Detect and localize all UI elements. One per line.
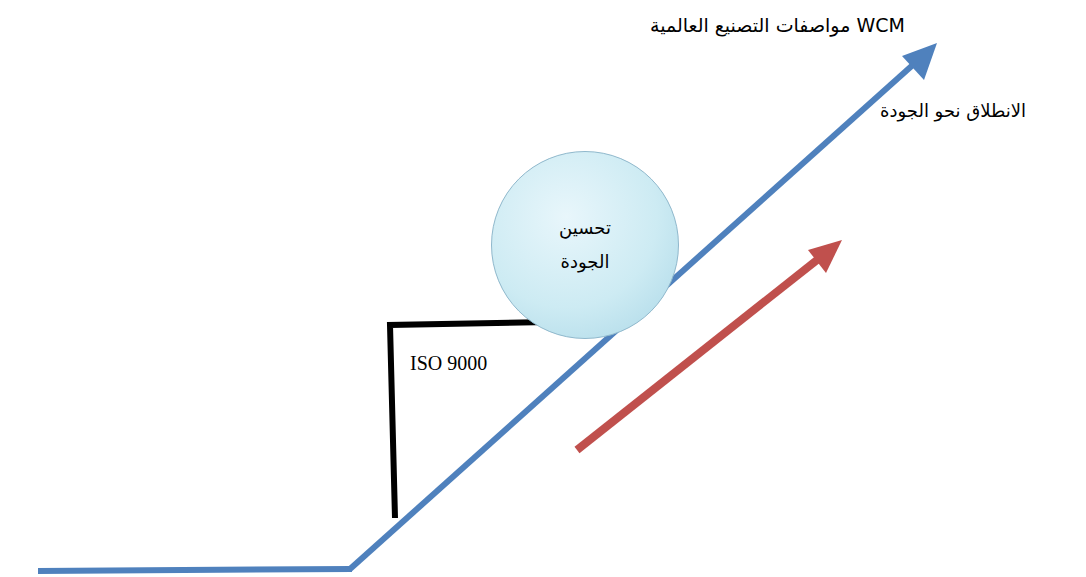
quality-circle: تحسين الجودة [491, 151, 679, 339]
diagram-label: الانطلاق نحو الجودة [880, 100, 1026, 121]
red-arrowhead [808, 240, 842, 273]
rising-arrowhead [902, 43, 937, 80]
diagram-label: مواصفات التصنيع العالمية WCM [650, 14, 905, 36]
diagram-label: ISO 9000 [410, 352, 487, 375]
rising-line [350, 63, 915, 569]
base-line [38, 569, 352, 571]
node-text: تحسين الجودة [545, 211, 625, 279]
iso-wedge [390, 321, 603, 518]
